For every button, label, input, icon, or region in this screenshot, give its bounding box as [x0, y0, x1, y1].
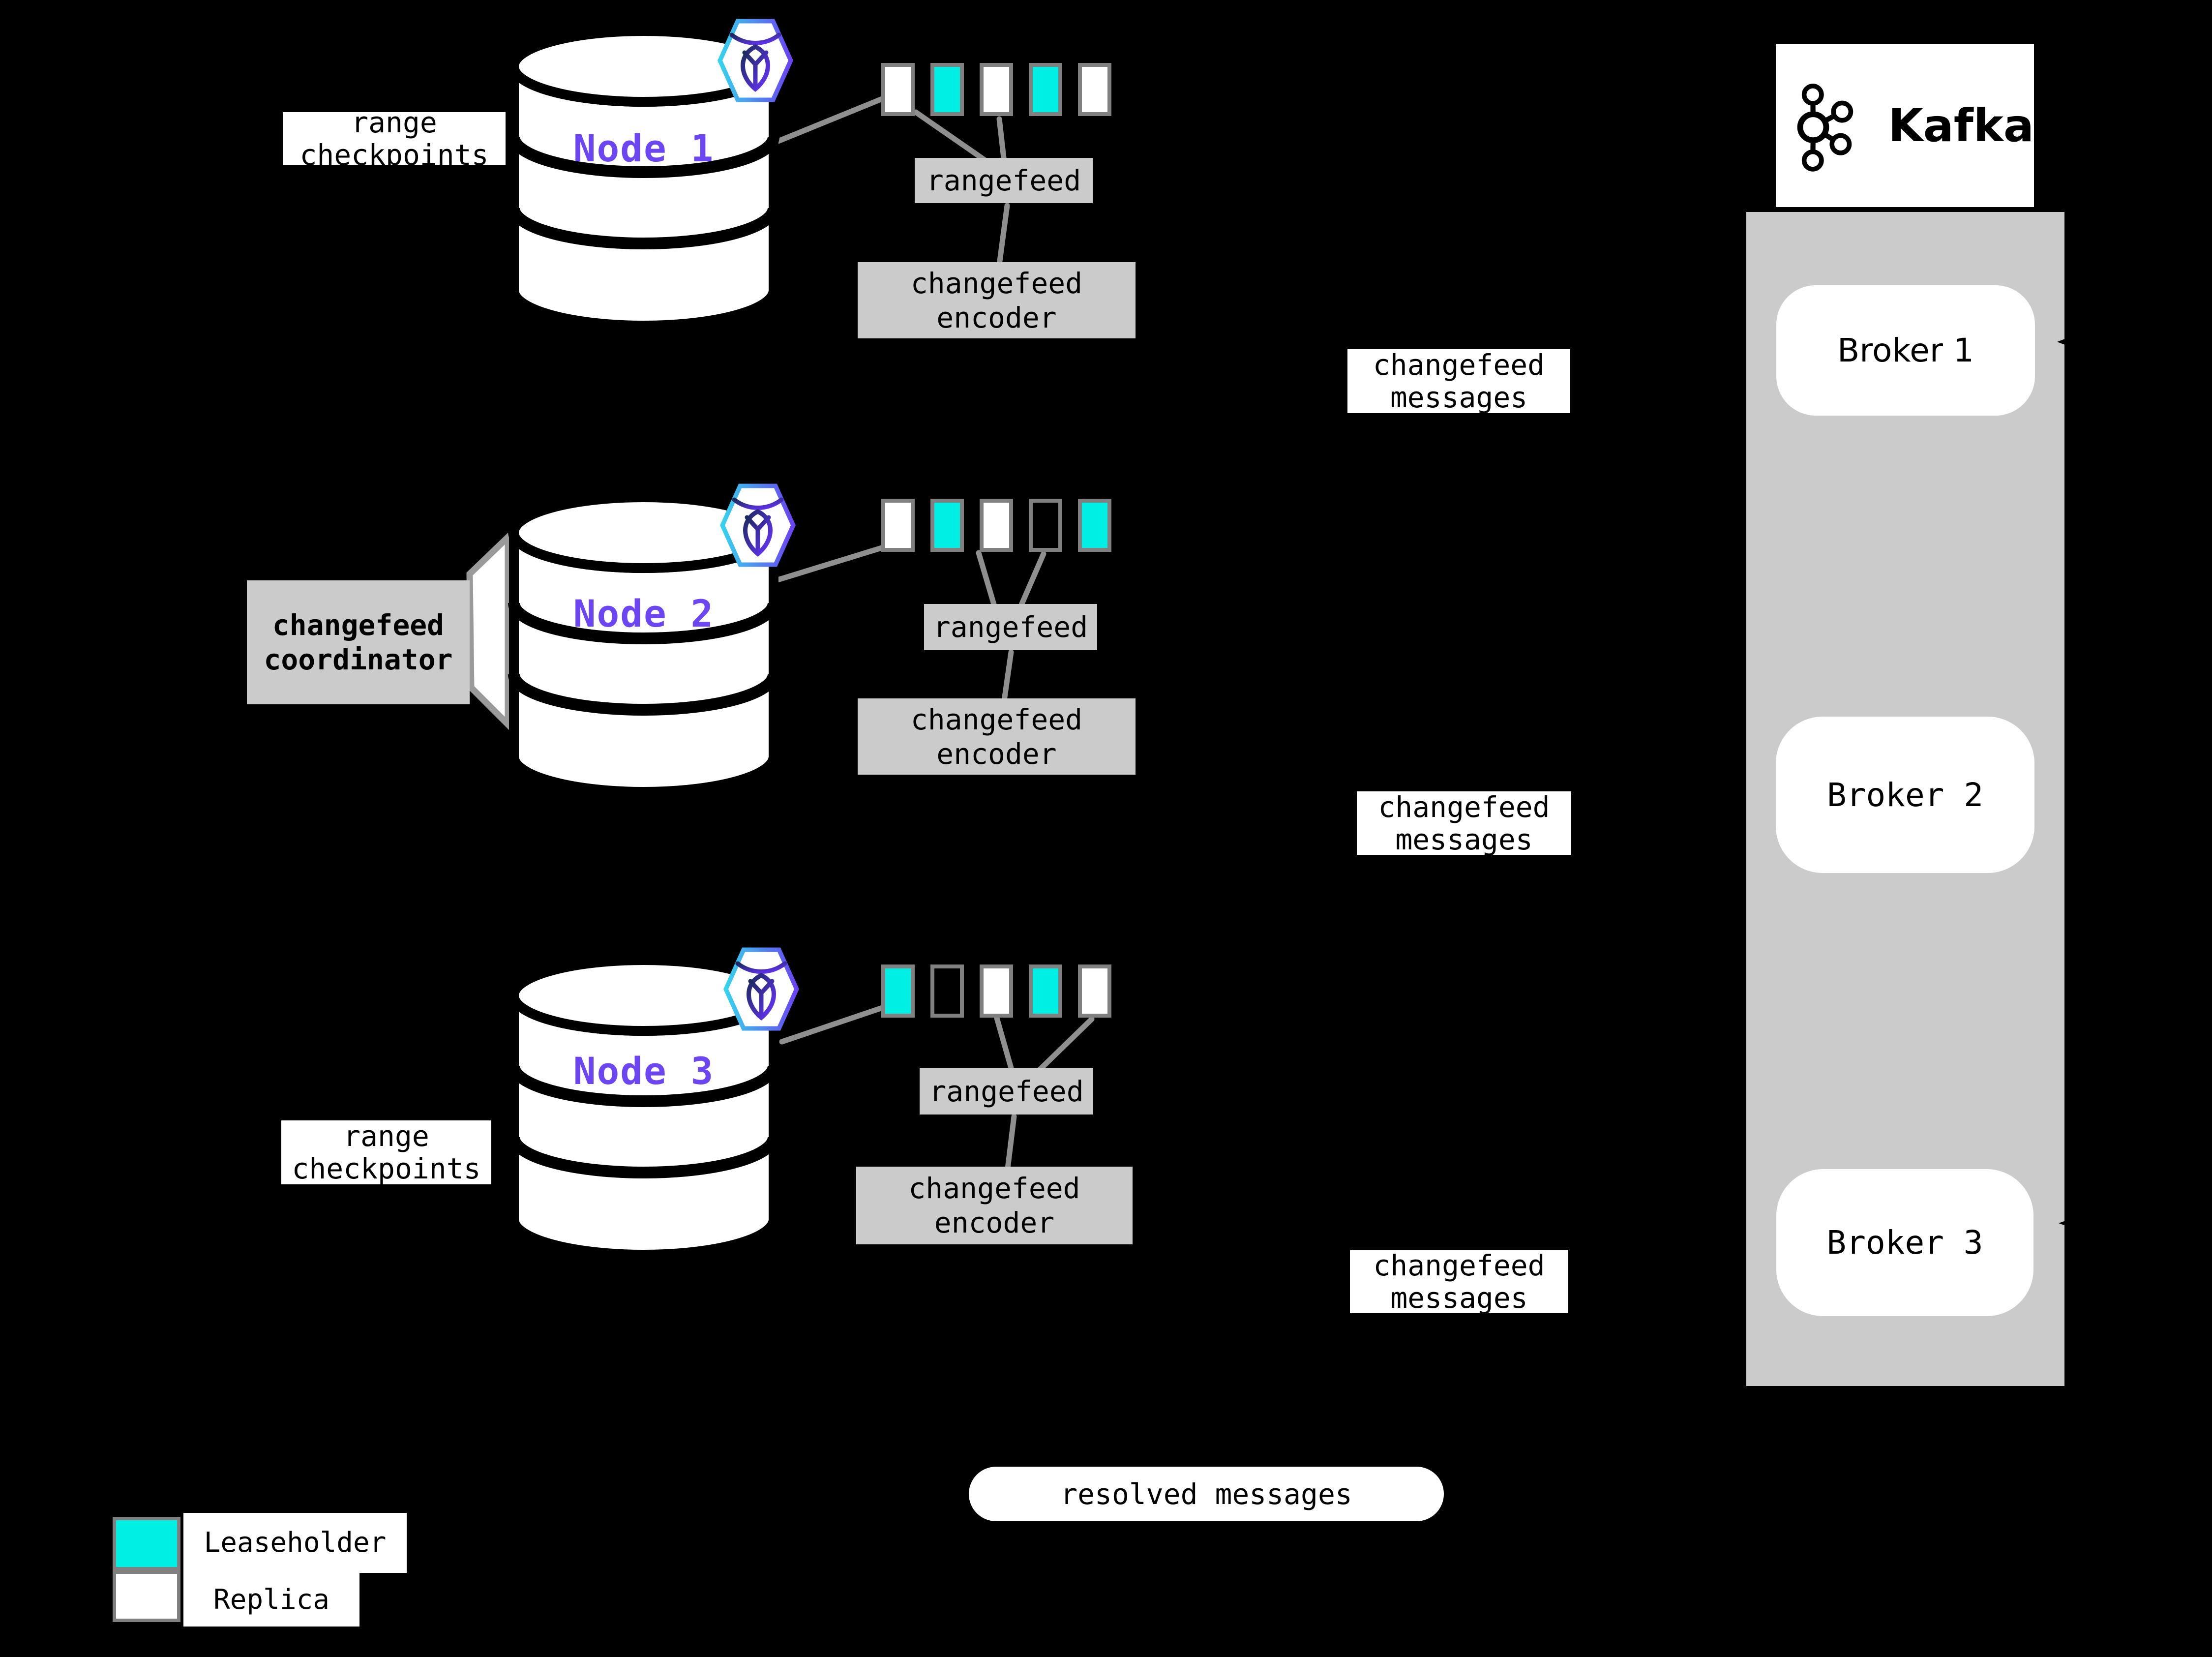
changefeed-encoder-box-3: changefeed encoder [856, 1167, 1133, 1244]
coordinator-line1: changefeed [272, 608, 445, 642]
line-rangefeed-to-encoder-3 [1005, 1114, 1017, 1172]
encoder-line2: encoder [936, 301, 1057, 334]
range-checkpoints-line1: range [351, 112, 437, 139]
line-range-to-rangefeed-1a [913, 109, 992, 166]
broker-label: Broker 1 [1837, 331, 1974, 369]
changefeed-messages-line2: messages [1395, 822, 1533, 855]
legend-label-text: Leaseholder [204, 1527, 387, 1559]
cockroachdb-logo-icon [723, 947, 799, 1031]
changefeed-encoder-box-1: changefeed encoder [858, 262, 1136, 338]
encoder-line1: changefeed [908, 1172, 1080, 1205]
range-leaseholder [1029, 63, 1062, 116]
rangefeed-label: rangefeed [929, 1074, 1084, 1108]
range-empty [930, 964, 964, 1018]
range-leaseholder [1078, 499, 1111, 552]
encoder-line1: changefeed [910, 702, 1083, 736]
legend-label-text: Replica [213, 1583, 329, 1616]
kafka-logo-icon [1797, 84, 1853, 172]
line-range-to-rangefeed-2b [1018, 551, 1046, 609]
changefeed-messages-label-1: changefeed messages [1347, 349, 1570, 413]
range-leaseholder [1029, 964, 1062, 1018]
cockroachdb-badges [717, 19, 799, 1031]
line-node1-to-ranges [772, 95, 886, 146]
range-checkpoints-label-1: range checkpoints [283, 112, 506, 165]
resolved-messages-label: resolved messages [1060, 1477, 1352, 1511]
node-1-name: Node 1 [573, 126, 715, 170]
range-replica [980, 499, 1013, 552]
broker-label: Broker 3 [1826, 1224, 1983, 1262]
range-replica [1078, 964, 1111, 1018]
rangefeed-box-2: rangefeed [924, 604, 1097, 650]
cylinder-node-3 [508, 955, 779, 1260]
changefeed-messages-line1: changefeed [1378, 791, 1550, 824]
range-checkpoints-label-3: range checkpoints [281, 1120, 491, 1184]
changefeed-messages-line1: changefeed [1373, 1250, 1545, 1282]
changefeed-messages-label-3: changefeed messages [1350, 1250, 1568, 1313]
line-range-to-rangefeed-3b [1037, 1016, 1095, 1073]
arrowhead-into-broker-1-icon [2057, 332, 2082, 351]
range-replica [881, 63, 915, 116]
coordinator-flag-shape [466, 529, 511, 732]
encoder-line2: encoder [936, 737, 1057, 771]
changefeed-messages-label-2: changefeed messages [1357, 791, 1571, 855]
range-empty [1029, 499, 1062, 552]
node-cylinders [508, 26, 779, 1260]
encoder-line1: changefeed [910, 266, 1083, 300]
connector-lines [772, 95, 1095, 1172]
changefeed-messages-line1: changefeed [1373, 349, 1545, 382]
changefeed-messages-line2: messages [1390, 381, 1528, 413]
kafka-sink-container: Broker 1 Broker 2 Broker 3 [1746, 212, 2064, 1386]
cockroachdb-logo-icon [717, 19, 793, 102]
node-3-name: Node 3 [573, 1049, 715, 1093]
changefeed-messages-line2: messages [1390, 1281, 1528, 1314]
cockroachdb-logo-icon [720, 483, 796, 567]
broker-label: Broker 2 [1827, 776, 1983, 814]
changefeed-encoder-box-2: changefeed encoder [858, 698, 1136, 775]
range-replica [881, 499, 915, 552]
broker-3: Broker 3 [1776, 1169, 2033, 1316]
range-leaseholder [930, 63, 964, 116]
range-checkpoints-line2: checkpoints [292, 1152, 481, 1184]
range-replica [980, 63, 1013, 116]
rangefeed-label: rangefeed [926, 164, 1081, 197]
cylinder-node-2 [508, 492, 779, 797]
range-replica [1078, 63, 1111, 116]
line-node3-to-ranges [779, 1004, 887, 1045]
range-replica [980, 964, 1013, 1018]
legend-leaseholder-swatch [113, 1517, 180, 1570]
line-range-to-rangefeed-3a [994, 1015, 1015, 1073]
legend-leaseholder-label: Leaseholder [183, 1513, 407, 1573]
range-checkpoints-line2: checkpoints [299, 138, 489, 165]
broker-2: Broker 2 [1776, 717, 2034, 873]
resolved-messages-pill: resolved messages [969, 1467, 1444, 1521]
line-range-to-rangefeed-1b [996, 116, 1007, 165]
line-range-to-rangefeed-2a [976, 550, 997, 609]
kafka-title: Kafka [1888, 99, 2034, 152]
legend-replica-swatch [113, 1570, 180, 1622]
arrowhead-into-broker-3-icon [2059, 1216, 2078, 1230]
range-leaseholder [930, 499, 964, 552]
range-leaseholder [881, 964, 915, 1018]
range-checkpoints-line1: range [343, 1120, 429, 1153]
line-rangefeed-to-encoder-1 [996, 203, 1010, 268]
line-node2-to-ranges [773, 544, 888, 583]
broker-1: Broker 1 [1776, 285, 2035, 416]
encoder-line2: encoder [934, 1206, 1055, 1239]
kafka-logo-box: Kafka [1776, 44, 2034, 207]
changefeed-coordinator-box: changefeed coordinator [247, 580, 470, 704]
rangefeed-label: rangefeed [933, 610, 1088, 644]
legend-replica-label: Replica [183, 1573, 359, 1627]
cylinder-node-1 [508, 26, 779, 331]
line-rangefeed-to-encoder-2 [1001, 649, 1014, 703]
node-2-name: Node 2 [573, 592, 715, 635]
coordinator-line2: coordinator [264, 643, 453, 676]
rangefeed-box-3: rangefeed [920, 1068, 1093, 1115]
rangefeed-box-1: rangefeed [915, 158, 1093, 203]
